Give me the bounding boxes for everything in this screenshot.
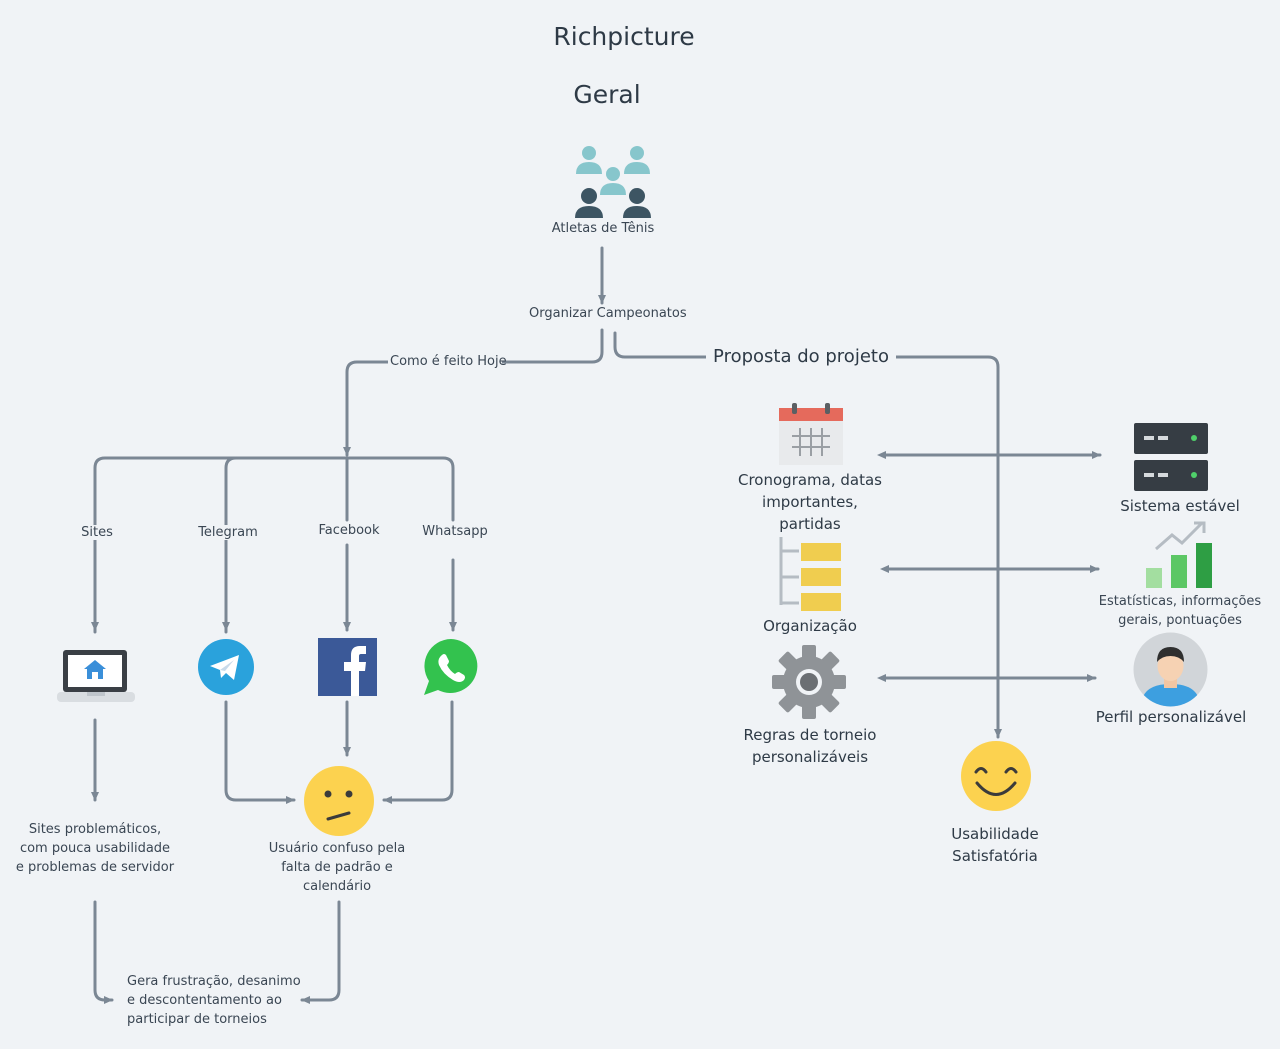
- list-blocks-icon: [779, 537, 841, 611]
- confused-user-text: Usuário confuso pela falta de padrão e c…: [268, 841, 406, 894]
- arrow-organize-today: [343, 328, 604, 457]
- connector-channels: [93, 456, 455, 634]
- server-icon: [1134, 423, 1208, 491]
- bar-chart-icon: [1146, 521, 1212, 588]
- facebook-icon: [318, 638, 377, 696]
- telegram-icon: [198, 639, 254, 695]
- frustration-text: Gera frustração, desanimo e descontentam…: [127, 974, 301, 1027]
- arrow-telegram-confused: [224, 700, 296, 804]
- custom-profile-text: Perfil personalizável: [1095, 708, 1247, 726]
- arrow-confused-frustration: [300, 900, 341, 1004]
- how-today-label: Como é feito Hoje: [388, 354, 507, 369]
- usability-text: Usabilidade Satisfatória: [951, 825, 1039, 865]
- calendar-icon: [779, 403, 843, 465]
- proposal-label: Proposta do projeto: [706, 346, 896, 367]
- telegram-label: Telegram: [192, 525, 264, 540]
- page-subtitle: Geral: [573, 80, 641, 109]
- gear-icon: [772, 645, 846, 719]
- people-group-icon: [575, 146, 651, 218]
- sites-problem-text: Sites problemáticos, com pouca usabilida…: [15, 822, 175, 875]
- user-avatar-icon: [1133, 632, 1208, 707]
- stable-system-text: Sistema estável: [1120, 497, 1240, 515]
- confused-face-icon: [304, 766, 374, 836]
- arrow-problem-frustration: [93, 900, 114, 1004]
- rules-text: Regras de torneio personalizáveis: [743, 726, 877, 766]
- whatsapp-icon: [424, 639, 478, 695]
- smiley-face-icon: [961, 741, 1031, 811]
- organize-label: Organizar Campeonatos: [527, 306, 687, 321]
- sites-label: Sites: [72, 525, 122, 540]
- athletes-label: Atletas de Tênis: [551, 221, 655, 236]
- facebook-label: Facebook: [314, 523, 384, 538]
- organization-text: Organização: [763, 617, 857, 635]
- laptop-home-icon: [57, 650, 135, 702]
- whatsapp-label: Whatsapp: [418, 524, 492, 539]
- arrow-whatsapp-confused: [382, 700, 454, 804]
- schedule-text: Cronograma, datas importantes, partidas: [738, 471, 882, 533]
- page-title: Richpicture: [553, 22, 695, 51]
- statistics-text: Estatísticas, informações gerais, pontua…: [1098, 594, 1262, 628]
